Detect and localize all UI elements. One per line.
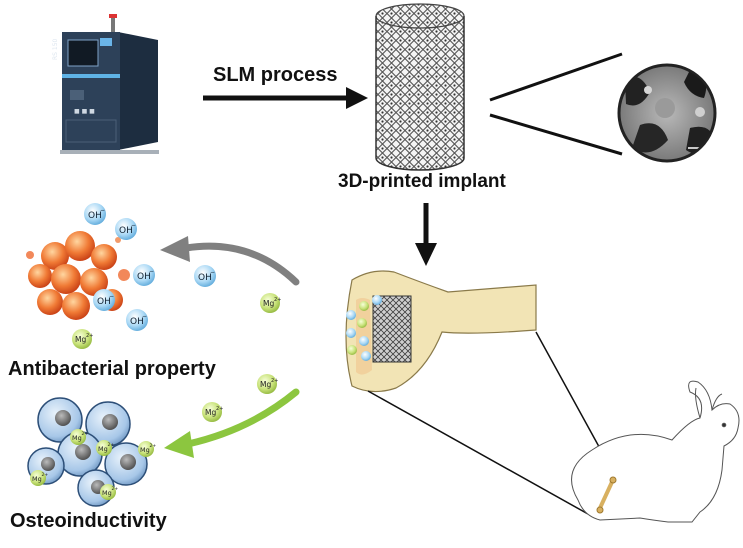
zoom-line-top <box>489 52 623 102</box>
zoom-line-bottom <box>489 113 623 156</box>
svg-text:2+: 2+ <box>216 406 223 412</box>
printed-implant-label: 3D-printed implant <box>338 171 506 192</box>
svg-text:Mg: Mg <box>75 335 86 344</box>
svg-text:OH: OH <box>88 211 102 221</box>
svg-text:OH: OH <box>137 272 151 282</box>
hydroxide-ions: OH − OH − OH − OH − OH − OH − <box>84 203 216 331</box>
osteoinductivity-label: Osteoinductivity <box>10 510 167 532</box>
bone-ions <box>346 295 382 361</box>
svg-text:OH: OH <box>130 317 144 327</box>
arrow-to-osteoinductivity <box>164 388 300 458</box>
printer-signal-pole <box>111 14 115 32</box>
svg-text:2+: 2+ <box>82 431 89 437</box>
slm-printer: ■ ■ ■ RS 150 <box>52 14 159 154</box>
svg-text:Mg: Mg <box>98 445 108 453</box>
svg-text:2+: 2+ <box>108 442 115 448</box>
bacteria-cluster <box>26 231 130 320</box>
svg-text:−: − <box>149 268 154 275</box>
printer-side-label: RS 150 <box>52 38 59 60</box>
svg-text:2+: 2+ <box>112 486 119 492</box>
svg-text:Mg: Mg <box>140 446 150 454</box>
printer-side-panel <box>118 32 158 150</box>
printer-base <box>60 150 159 154</box>
svg-text:OH: OH <box>97 297 111 307</box>
svg-text:−: − <box>109 293 114 300</box>
osteoblast-cells <box>27 397 148 507</box>
femur-bone <box>345 270 537 393</box>
svg-text:2+: 2+ <box>150 443 157 449</box>
sem-micrograph <box>617 63 717 163</box>
bone-implant-scaffold <box>372 295 412 363</box>
down-arrow <box>415 203 437 266</box>
slm-process-label: SLM process <box>213 64 338 86</box>
svg-text:2+: 2+ <box>42 472 49 478</box>
svg-text:Mg: Mg <box>102 489 112 497</box>
printer-window <box>67 39 99 67</box>
svg-text:2+: 2+ <box>274 297 281 303</box>
printer-light-strip <box>62 74 120 78</box>
printer-lower-door <box>65 119 117 143</box>
lattice-implant <box>375 3 465 171</box>
rabbit <box>571 380 740 523</box>
svg-text:Mg: Mg <box>32 475 42 483</box>
svg-text:2+: 2+ <box>271 378 278 384</box>
printer-screen <box>100 38 112 46</box>
svg-text:Mg: Mg <box>72 434 82 442</box>
svg-text:OH: OH <box>119 226 133 236</box>
svg-text:−: − <box>100 207 105 214</box>
svg-text:−: − <box>142 313 147 320</box>
svg-text:Mg: Mg <box>205 408 216 417</box>
magnesium-ions: Mg 2+ Mg 2+ Mg 2+ Mg 2+ <box>72 293 281 422</box>
svg-text:−: − <box>210 269 215 276</box>
printer-brand-label: ■ ■ ■ <box>74 108 95 115</box>
printer-panel-button <box>70 90 84 100</box>
svg-text:Mg: Mg <box>260 380 271 389</box>
cell-magnesium-ions: Mg 2+ Mg 2+ Mg 2+ Mg 2+ Mg 2+ <box>30 429 156 500</box>
svg-text:−: − <box>131 222 136 229</box>
printer-signal-light <box>109 14 117 18</box>
arrow-to-antibacterial <box>160 236 300 286</box>
svg-text:Mg: Mg <box>263 299 274 308</box>
bone-to-rabbit-line-1 <box>367 390 589 515</box>
svg-text:2+: 2+ <box>86 333 93 339</box>
svg-text:OH: OH <box>198 273 212 283</box>
slm-arrow <box>203 87 368 109</box>
antibacterial-label: Antibacterial property <box>8 358 216 380</box>
